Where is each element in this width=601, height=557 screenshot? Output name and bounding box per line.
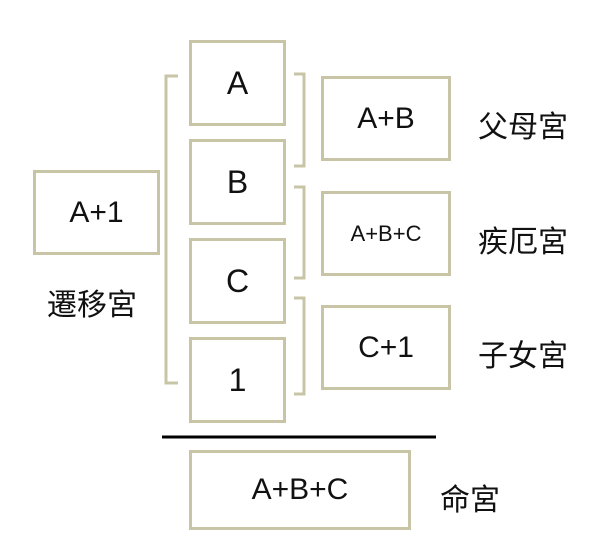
stack-box-a-value: A bbox=[226, 64, 249, 101]
right-box-2-value: A+B+C bbox=[350, 220, 422, 246]
stack-left-bracket bbox=[164, 74, 178, 385]
bottom-box: A+B+C bbox=[189, 450, 411, 530]
stack-box-1: 1 bbox=[189, 337, 286, 423]
left-label: 遷移宮 bbox=[47, 288, 137, 323]
right-label-2: 疾厄宮 bbox=[478, 225, 568, 260]
left-box-value: A+1 bbox=[69, 195, 124, 229]
bottom-box-value: A+B+C bbox=[251, 473, 349, 506]
stack-box-b-value: B bbox=[226, 163, 249, 200]
stack-box-b: B bbox=[189, 139, 286, 225]
stack-box-c-value: C bbox=[225, 262, 250, 299]
right-box-2: A+B+C bbox=[321, 191, 451, 276]
bracket-b-c bbox=[294, 185, 306, 280]
right-label-1: 父母宮 bbox=[478, 110, 568, 145]
stack-box-1-value: 1 bbox=[228, 361, 247, 398]
bracket-c-1 bbox=[294, 296, 306, 396]
stack-box-c: C bbox=[189, 238, 286, 324]
right-box-3: C+1 bbox=[321, 305, 451, 390]
right-box-1: A+B bbox=[321, 76, 451, 161]
left-box: A+1 bbox=[33, 170, 160, 255]
right-label-3: 子女宮 bbox=[478, 339, 568, 374]
bracket-a-b bbox=[294, 72, 306, 168]
bottom-label: 命宮 bbox=[440, 483, 500, 518]
stack-box-a: A bbox=[189, 40, 286, 126]
right-box-3-value: C+1 bbox=[358, 330, 414, 364]
right-box-1-value: A+B bbox=[357, 101, 415, 135]
